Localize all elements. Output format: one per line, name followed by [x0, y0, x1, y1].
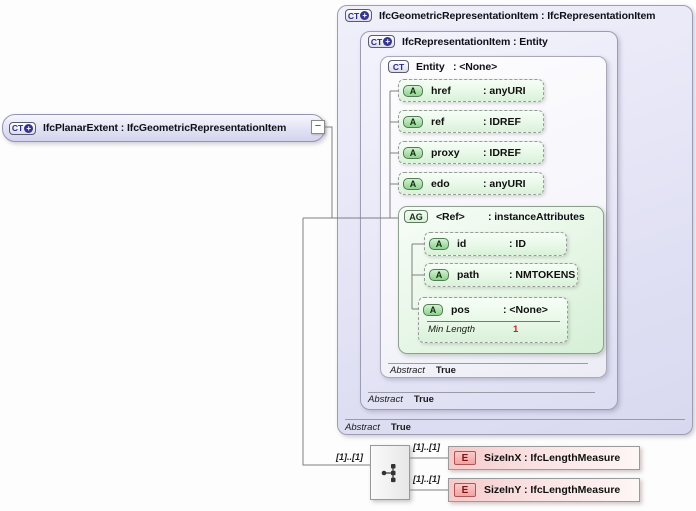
complextype-header-ifcrepresentationitem: CT+ IfcRepresentationItem : Entity	[368, 35, 548, 48]
attribute-type: : ID	[509, 238, 526, 250]
complextype-icon: CT+	[345, 9, 372, 22]
element-name: SizeInX	[484, 452, 522, 464]
collapse-handle[interactable]: −	[311, 120, 325, 134]
complextype-box-ifcplanarextent[interactable]: CT+ IfcPlanarExtent : IfcGeometricRepres…	[2, 114, 325, 142]
attribute-name: edo	[431, 177, 450, 190]
element-icon: E	[454, 451, 476, 465]
derived-plus-icon: +	[24, 123, 34, 133]
attribute-proxy[interactable]: A proxy : IDREF	[398, 141, 544, 164]
facet-minlength: Min Length 1	[419, 322, 567, 335]
facet-label: Min Length	[428, 324, 476, 335]
complextype-header-entity: CT Entity : <None>	[388, 60, 497, 73]
facet-value: True	[390, 422, 411, 433]
attribute-icon: A	[403, 146, 423, 159]
facet-separator	[388, 363, 588, 364]
element-icon: E	[454, 483, 476, 497]
element-sizeiny[interactable]: E SizeInY : IfcLengthMeasure	[448, 478, 640, 502]
facet-value: True	[413, 394, 434, 405]
facet-value: True	[435, 365, 456, 376]
attribute-path[interactable]: A path : NMTOKENS	[424, 263, 578, 287]
type-name: Entity	[416, 60, 445, 73]
attribute-type: : IDREF	[483, 115, 521, 128]
attribute-edo[interactable]: A edo : anyURI	[398, 172, 544, 195]
facet-separator	[345, 419, 685, 420]
attribute-icon: A	[403, 84, 423, 97]
element-type: : IfcLengthMeasure	[524, 452, 621, 464]
attribute-pos-row: A pos : <None>	[419, 298, 567, 321]
attribute-icon: A	[403, 115, 423, 128]
cardinality-label-sizeinx: [1]..[1]	[413, 442, 440, 452]
derived-plus-icon: +	[383, 37, 393, 46]
facet-label: Abstract	[390, 365, 425, 376]
minus-icon: −	[314, 120, 322, 132]
facet-abstract: Abstract True	[368, 394, 434, 405]
attribute-icon: A	[429, 269, 449, 281]
attribute-name: id	[457, 238, 467, 250]
facet-abstract: Abstract True	[345, 422, 411, 433]
complextype-icon: CT+	[368, 35, 395, 48]
facet-label: Abstract	[345, 422, 380, 433]
complextype-icon: CT	[388, 60, 409, 73]
attribute-name: proxy	[431, 146, 460, 159]
type-label: IfcPlanarExtent : IfcGeometricRepresenta…	[43, 122, 287, 134]
facet-label: Abstract	[368, 394, 403, 405]
attribute-type: : <None>	[503, 303, 548, 316]
attribute-group-icon: AG	[404, 210, 428, 223]
sequence-compositor[interactable]	[370, 445, 410, 500]
attribute-type: : NMTOKENS	[509, 269, 576, 281]
sequence-icon	[381, 463, 396, 482]
derived-plus-icon: +	[360, 11, 370, 20]
attribute-icon: A	[403, 177, 423, 190]
element-sizeinx[interactable]: E SizeInX : IfcLengthMeasure	[448, 446, 640, 470]
facet-separator	[427, 321, 560, 322]
attribute-type: : anyURI	[483, 177, 526, 190]
attribute-type: : IDREF	[483, 146, 521, 159]
complextype-icon: CT+	[9, 121, 36, 135]
attribute-id[interactable]: A id : ID	[424, 232, 567, 256]
type-base: : <None>	[453, 60, 498, 73]
cardinality-label-sizeiny: [1]..[1]	[413, 474, 440, 484]
attribute-name: href	[431, 84, 451, 97]
facet-value: 1	[513, 324, 519, 335]
element-name: SizeInY	[484, 484, 522, 496]
attribute-icon: A	[423, 303, 443, 316]
attribute-href[interactable]: A href : anyURI	[398, 79, 544, 102]
attribute-icon: A	[429, 238, 449, 250]
type-label: IfcGeometricRepresentationItem : IfcRepr…	[379, 9, 656, 22]
attribute-ref[interactable]: A ref : IDREF	[398, 110, 544, 133]
attribute-type: : anyURI	[483, 84, 526, 97]
complextype-header-ifcgeometricrepresentationitem: CT+ IfcGeometricRepresentationItem : Ifc…	[345, 9, 656, 22]
element-type: : IfcLengthMeasure	[524, 484, 621, 496]
attribute-group-type: : instanceAttributes	[488, 210, 585, 223]
attribute-group-header: AG <Ref> : instanceAttributes	[404, 210, 585, 223]
attribute-name: path	[457, 269, 480, 281]
facet-separator	[368, 392, 595, 393]
attribute-group-name: <Ref>	[436, 210, 465, 223]
facet-abstract: Abstract True	[390, 365, 456, 376]
type-label: IfcRepresentationItem : Entity	[402, 35, 548, 48]
attribute-name: pos	[451, 303, 470, 316]
attribute-name: ref	[431, 115, 445, 128]
cardinality-label: [1]..[1]	[336, 452, 363, 462]
attribute-pos[interactable]: A pos : <None> Min Length 1	[418, 297, 568, 343]
